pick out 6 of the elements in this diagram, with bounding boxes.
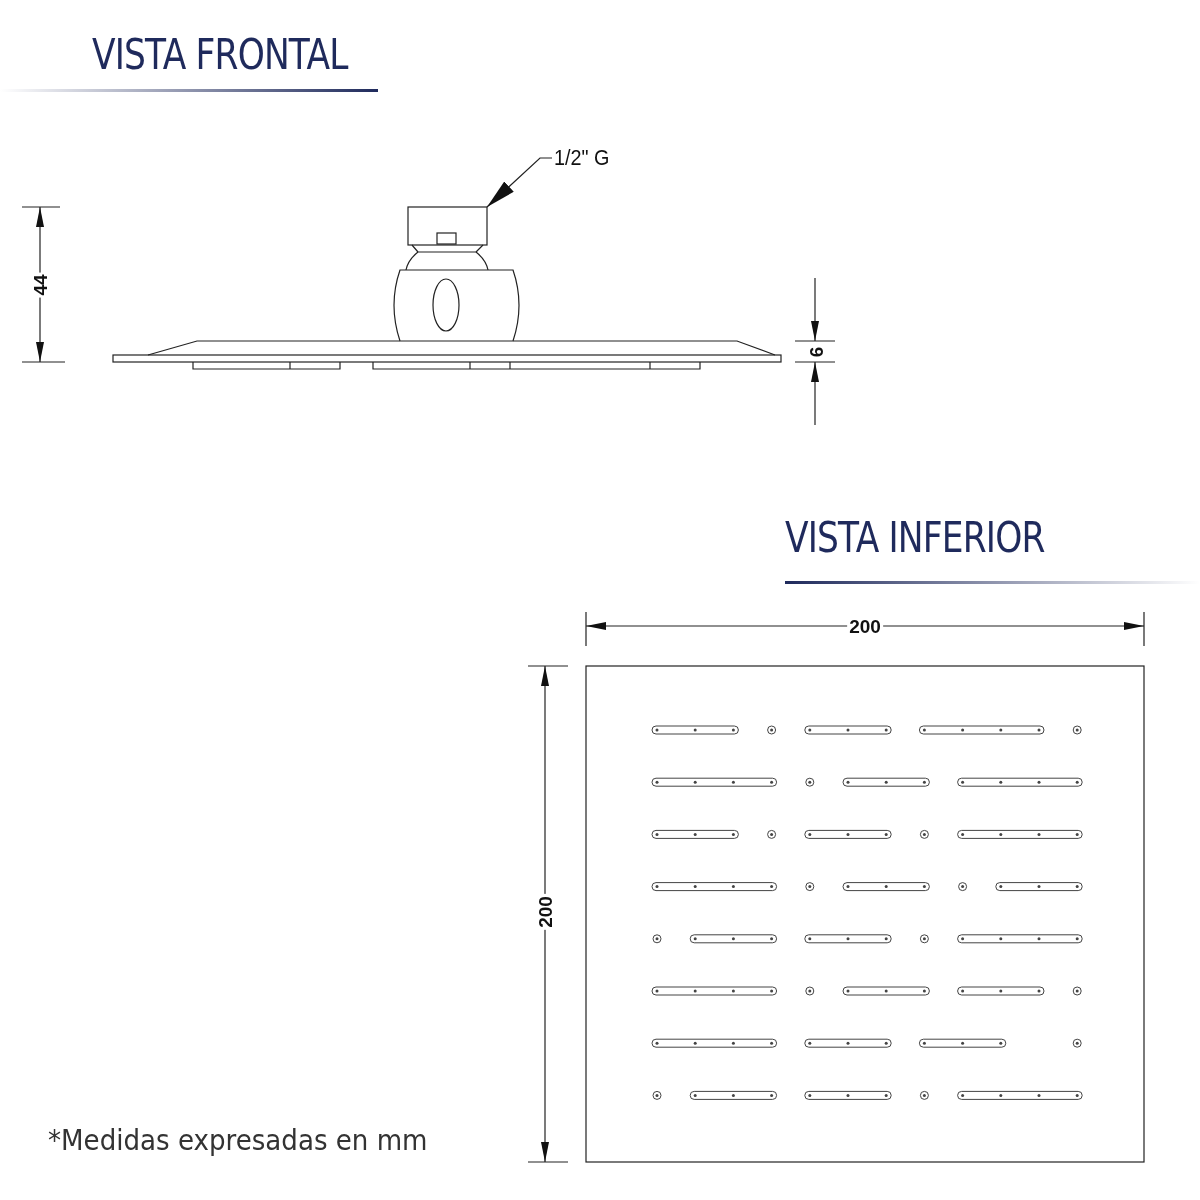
footnote: *Medidas expresadas en mm xyxy=(48,1126,428,1155)
connector-nut xyxy=(407,206,488,246)
leader-line xyxy=(486,157,553,208)
thread-size-label: 1/2" G xyxy=(554,147,610,169)
view-title: VISTA FRONTAL xyxy=(92,34,348,76)
view-title: VISTA INFERIOR xyxy=(785,517,1045,559)
